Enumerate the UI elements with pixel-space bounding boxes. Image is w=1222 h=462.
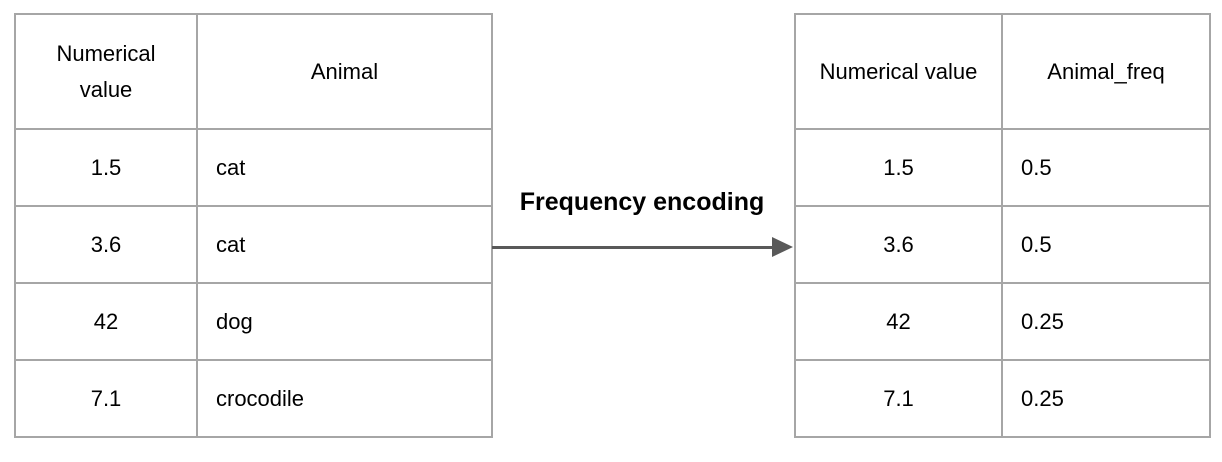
left-cell-animal-2: dog (196, 282, 493, 361)
table-row: 42 0.25 (794, 282, 1211, 361)
table-row: 3.6 cat (14, 205, 493, 284)
table-row: 7.1 0.25 (794, 359, 1211, 438)
right-header-numerical-value: Numerical value (794, 13, 1003, 130)
table-row: 1.5 cat (14, 128, 493, 207)
left-cell-value-1: 3.6 (14, 205, 198, 284)
table-row: 42 dog (14, 282, 493, 361)
left-header-numerical-value: Numerical value (14, 13, 198, 130)
left-cell-animal-1: cat (196, 205, 493, 284)
right-cell-freq-2: 0.25 (1001, 282, 1211, 361)
left-cell-value-3: 7.1 (14, 359, 198, 438)
right-cell-freq-1: 0.5 (1001, 205, 1211, 284)
table-header-row: Numerical value Animal_freq (794, 13, 1211, 130)
table-row: 1.5 0.5 (794, 128, 1211, 207)
arrow-head (772, 237, 793, 257)
right-cell-freq-0: 0.5 (1001, 128, 1211, 207)
original-table: Numerical value Animal 1.5 cat 3.6 cat 4… (14, 13, 493, 438)
table-row: 3.6 0.5 (794, 205, 1211, 284)
left-header-animal: Animal (196, 13, 493, 130)
left-cell-value-2: 42 (14, 282, 198, 361)
right-header-animal-freq: Animal_freq (1001, 13, 1211, 130)
right-cell-value-2: 42 (794, 282, 1003, 361)
left-cell-animal-3: crocodile (196, 359, 493, 438)
frequency-encoding-label: Frequency encoding (519, 188, 765, 216)
left-cell-value-0: 1.5 (14, 128, 198, 207)
encoded-table: Numerical value Animal_freq 1.5 0.5 3.6 … (794, 13, 1211, 438)
arrow-line (492, 245, 774, 249)
right-cell-value-1: 3.6 (794, 205, 1003, 284)
left-cell-animal-0: cat (196, 128, 493, 207)
table-header-row: Numerical value Animal (14, 13, 493, 130)
right-cell-value-3: 7.1 (794, 359, 1003, 438)
right-arrow-icon (492, 237, 793, 257)
table-row: 7.1 crocodile (14, 359, 493, 438)
right-cell-freq-3: 0.25 (1001, 359, 1211, 438)
right-cell-value-0: 1.5 (794, 128, 1003, 207)
